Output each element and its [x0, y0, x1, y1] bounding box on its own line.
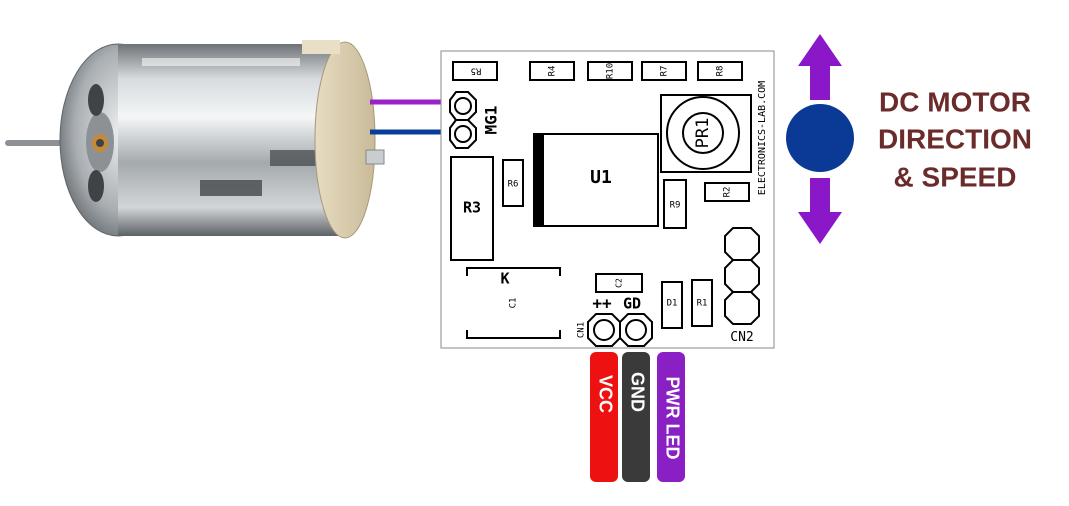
- r5-outline: [452, 61, 498, 81]
- cn2-label: CN2: [730, 330, 753, 345]
- c1-capacitor-outline: [466, 267, 561, 339]
- gd-label: GD: [623, 295, 641, 313]
- r7-outline: [641, 61, 687, 81]
- r6-label: R6: [508, 180, 519, 190]
- r6-outline: [502, 159, 524, 207]
- site-label: ELECTRONICS-LAB.COM: [757, 81, 768, 195]
- gnd-wire-label: GND: [627, 372, 647, 412]
- k-label: K: [500, 270, 509, 288]
- r10-label: R10: [606, 63, 616, 79]
- r3-outline: [450, 156, 494, 261]
- title-line-2: DIRECTION: [878, 123, 1032, 154]
- power-wires: VCC GND PWR LED: [590, 352, 685, 482]
- d1-outline: [661, 281, 683, 329]
- r9-outline: [663, 179, 687, 229]
- control-dot-icon: [786, 104, 854, 172]
- mg1-label: MG1: [482, 106, 501, 135]
- r2-label: R2: [723, 187, 733, 198]
- c1-label: C1: [509, 298, 519, 309]
- r8-outline: [697, 61, 743, 81]
- r3-label: R3: [463, 199, 481, 217]
- r9-label: R9: [670, 201, 681, 211]
- pwr-led-wire-label: PWR LED: [662, 377, 682, 460]
- pr1-potentiometer: [660, 94, 752, 173]
- dc-motor-illustration: [5, 40, 385, 239]
- title-line-3: & SPEED: [894, 161, 1017, 192]
- title-line-1: DC MOTOR: [879, 86, 1031, 117]
- r1-outline: [691, 279, 713, 327]
- pcb-board: R5 R4 R10 R7 R8 ELECTRONICS-LAB.COM MG1 …: [440, 50, 775, 349]
- pr1-label: PR1: [693, 118, 713, 149]
- cn1-connector: [587, 313, 653, 347]
- vcc-wire: [590, 352, 618, 482]
- r1-label: R1: [697, 299, 708, 309]
- direction-indicator: [786, 34, 854, 244]
- pwr-led-wire: [657, 352, 685, 482]
- plus-plus-label: ++: [592, 294, 612, 313]
- mg1-connector: [449, 91, 477, 149]
- cn1-label: CN1: [577, 322, 587, 338]
- vcc-wire-label: VCC: [595, 375, 615, 413]
- r8-label: R8: [716, 66, 726, 77]
- r2-outline: [704, 182, 750, 202]
- r4-outline: [529, 61, 575, 81]
- r5-label: R5: [471, 66, 482, 76]
- c2-label: C2: [615, 278, 624, 288]
- arrow-up-icon: [798, 34, 842, 100]
- r7-label: R7: [660, 66, 670, 77]
- cn2-connector: [724, 227, 760, 325]
- r10-outline: [587, 61, 633, 81]
- arrow-down-icon: [798, 178, 842, 244]
- d1-label: D1: [667, 299, 678, 309]
- r4-label: R4: [548, 66, 558, 77]
- u1-chip-outline: [533, 133, 659, 227]
- gnd-wire: [622, 352, 650, 482]
- u1-label: U1: [590, 167, 612, 188]
- c2-outline: [595, 273, 643, 293]
